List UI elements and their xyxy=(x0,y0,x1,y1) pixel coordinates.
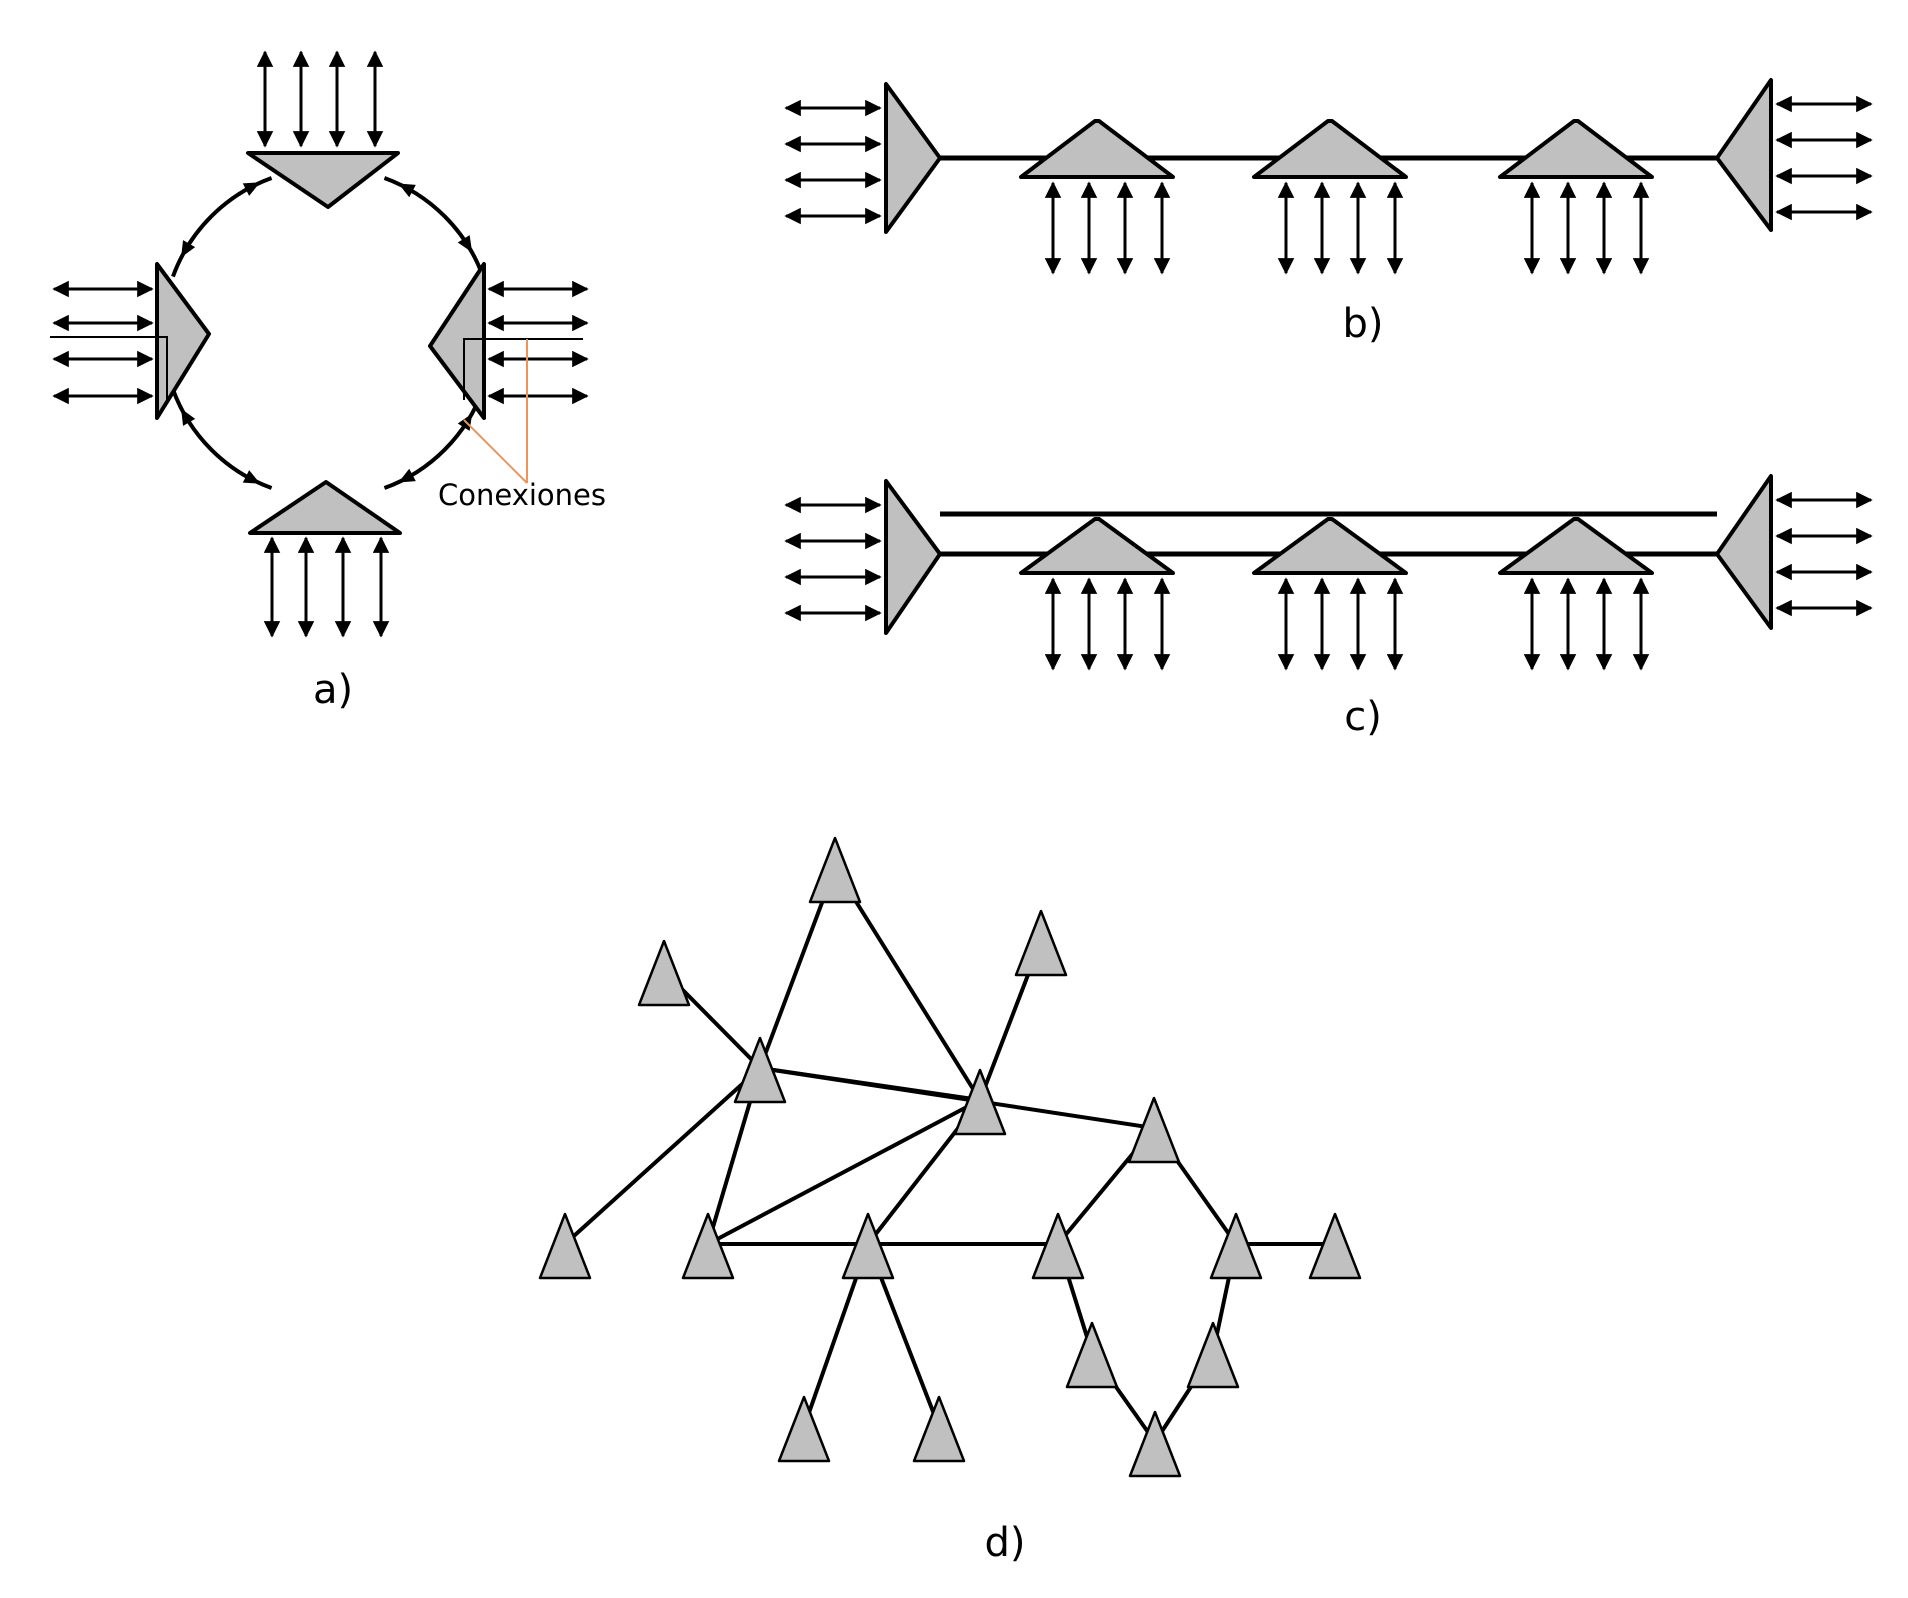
bus-end-node-left xyxy=(884,82,942,234)
ring-link-top-left xyxy=(171,176,273,278)
conexiones-label: Conexiones xyxy=(438,478,606,512)
ring-arrow-7 xyxy=(398,468,416,483)
mesh-node-n2 xyxy=(637,939,691,1007)
label-a: a) xyxy=(312,667,354,713)
mesh-node-n8 xyxy=(681,1212,735,1280)
mesh-link-n5-n8 xyxy=(707,1098,981,1246)
dual-bus-topology xyxy=(784,474,1873,671)
mesh-link-n1-n5 xyxy=(833,866,982,1102)
mesh-node-n1 xyxy=(808,836,862,904)
mesh-node-n10 xyxy=(1031,1212,1085,1280)
bus-topology xyxy=(784,78,1873,275)
mesh-node-n4 xyxy=(733,1036,787,1104)
mesh-link-n4-n6 xyxy=(759,1066,1155,1130)
mesh-node-n11 xyxy=(1209,1212,1263,1280)
ring-node-right xyxy=(428,262,486,420)
ring-link-bottom-right xyxy=(383,388,485,490)
mesh-node-n12 xyxy=(1308,1212,1362,1280)
ring-left-connection xyxy=(50,336,168,400)
mesh-node-n16 xyxy=(912,1395,966,1463)
dual-node-2 xyxy=(1252,517,1408,575)
mesh-topology xyxy=(538,836,1362,1478)
ring-node-bottom xyxy=(248,480,402,535)
label-c: c) xyxy=(1344,694,1382,740)
label-b: b) xyxy=(1342,301,1384,347)
dual-end-node-right xyxy=(1715,474,1773,630)
ring-link-top-right xyxy=(383,176,485,278)
ring-arrow-3 xyxy=(398,183,416,198)
label-d: d) xyxy=(984,1520,1026,1566)
bus-node-1 xyxy=(1019,119,1175,179)
mesh-node-n13 xyxy=(1065,1321,1119,1389)
callout-line-1 xyxy=(463,419,528,484)
mesh-node-n14 xyxy=(1186,1321,1240,1389)
mesh-node-n9 xyxy=(841,1212,895,1280)
mesh-node-n6 xyxy=(1127,1096,1181,1164)
mesh-link-n4-n7 xyxy=(563,1066,762,1246)
ring-arrow-6 xyxy=(242,470,261,484)
dual-node-1 xyxy=(1019,517,1175,575)
bus-node-3 xyxy=(1498,119,1654,179)
mesh-node-n17 xyxy=(1128,1410,1182,1478)
ring-arrow-1 xyxy=(242,182,261,196)
bus-end-node-right xyxy=(1715,78,1773,232)
ring-link-bottom-left xyxy=(171,388,273,490)
ring-arrow-2 xyxy=(181,240,196,258)
dual-end-node-left xyxy=(884,479,942,635)
mesh-node-n15 xyxy=(777,1395,831,1463)
mesh-node-n3 xyxy=(1014,909,1068,977)
bus-node-2 xyxy=(1252,119,1408,179)
ring-arrow-4 xyxy=(457,235,473,253)
mesh-node-n7 xyxy=(538,1212,592,1280)
ring-arrow-5 xyxy=(181,408,196,426)
mesh-node-n5 xyxy=(953,1068,1007,1136)
ring-node-left xyxy=(155,262,211,420)
ring-topology xyxy=(50,50,589,638)
dual-node-3 xyxy=(1498,517,1654,575)
ring-node-top xyxy=(246,151,400,209)
ring-right-connection xyxy=(463,338,583,400)
